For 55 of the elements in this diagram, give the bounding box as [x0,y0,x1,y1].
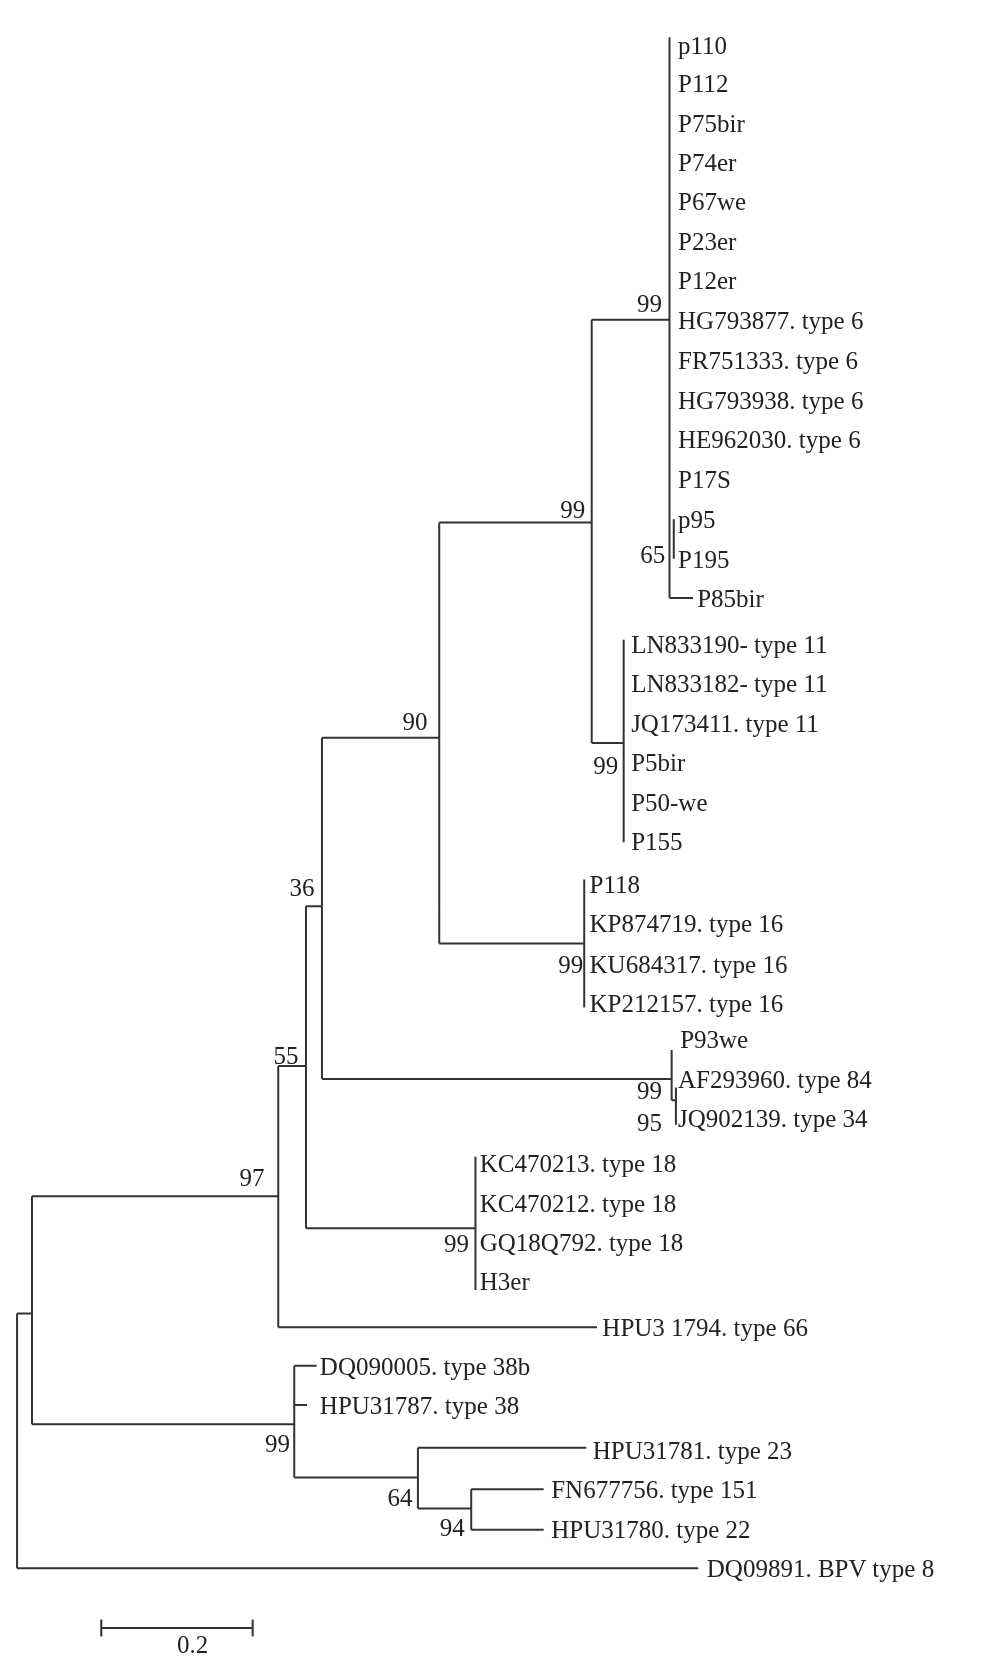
bootstrap-value: 99 [560,496,586,521]
taxon-label: H3er [479,1268,530,1294]
bootstrap-value: 99 [637,1077,663,1103]
bootstrap-value: 90 [402,708,428,734]
taxon-label: HPU31781. type 23 [592,1437,793,1463]
taxon-label: HG793877. type 6 [678,307,864,333]
taxon-label: HE962030. type 6 [678,426,861,452]
taxon-label: KU684317. type 16 [589,951,788,977]
taxon-label: P67we [678,189,747,214]
taxon-label: HPU3 1794. type 66 [602,1314,808,1340]
bootstrap-value: 94 [439,1514,465,1540]
taxon-label: P93we [680,1026,749,1052]
taxon-label: DQ090005. type 38b [319,1353,531,1379]
bootstrap-value: 55 [273,1042,299,1068]
taxon-label: JQ902139. type 34 [678,1105,868,1131]
taxon-label: KP874719. type 16 [589,910,784,936]
taxon-label: JQ173411. type 11 [631,710,819,736]
taxon-label: AF293960. type 84 [678,1066,872,1092]
taxon-label: P5bir [631,749,686,775]
taxon-label: HPU31787. type 38 [319,1392,520,1418]
taxon-label: HG793938. type 6 [678,387,864,413]
bootstrap-value: 97 [239,1164,265,1190]
taxon-label: P195 [678,546,730,572]
bootstrap-value: 99 [637,290,663,316]
taxon-label: FN677756. type 151 [551,1476,758,1502]
scale-label: 0.2 [176,1631,209,1657]
taxon-label: P85bir [697,585,764,611]
taxon-label: KC470212. type 18 [479,1190,677,1216]
taxon-label: P75bir [678,110,745,136]
taxon-label: P23er [678,228,737,254]
bootstrap-value: 64 [387,1484,413,1510]
bootstrap-value: 99 [264,1431,290,1456]
taxon-label: p95 [678,506,716,532]
taxon-label: LN833182- type 11 [631,670,828,696]
bootstrap-value: 95 [637,1109,663,1135]
taxon-label: P155 [631,828,683,854]
bootstrap-value: 65 [640,541,666,567]
taxon-label: FR751333. type 6 [678,347,858,373]
taxon-label: P12er [678,267,737,293]
taxon-label: LN833190- type 11 [631,631,828,657]
bootstrap-value: 36 [289,874,315,900]
taxon-label: KC470213. type 18 [479,1150,677,1176]
taxon-label: P74er [678,149,737,175]
taxon-label: P50-we [631,789,708,815]
taxon-label: p110 [678,32,728,58]
bootstrap-value: 99 [444,1230,470,1256]
taxon-label: KP212157. type 16 [589,990,784,1016]
taxon-label: HPU31780. type 22 [551,1516,751,1542]
bootstrap-value: 99 [593,752,619,778]
taxon-label: P118 [589,871,641,897]
taxon-label: DQ09891. BPV type 8 [706,1555,935,1581]
taxon-label: P17S [678,466,731,492]
bootstrap-value: 99 [558,951,584,977]
taxon-label: GQ18Q792. type 18 [479,1229,684,1255]
taxon-label: P112 [678,70,729,96]
